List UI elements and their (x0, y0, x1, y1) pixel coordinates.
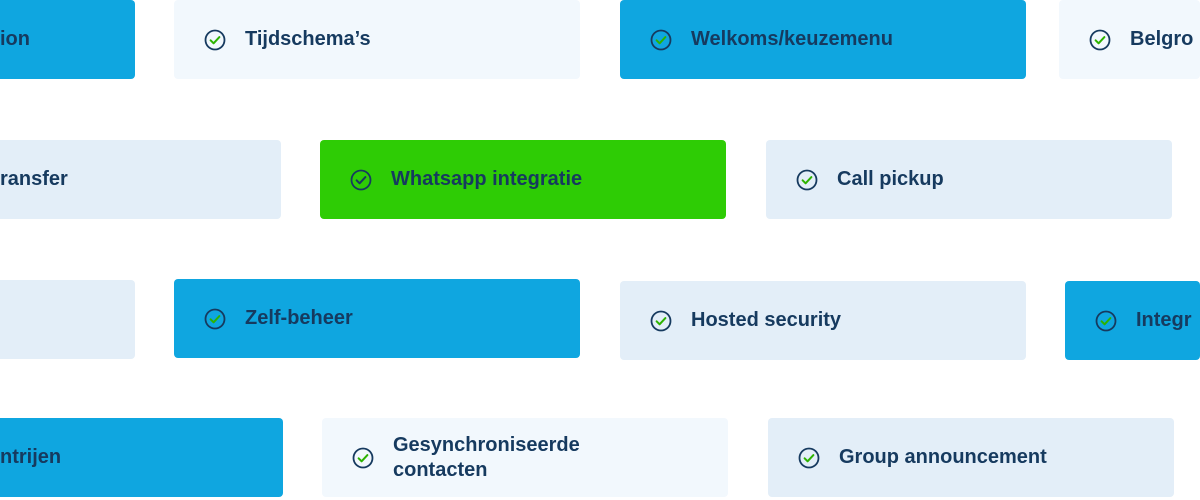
check-circle-icon (350, 169, 372, 190)
check-circle-icon (650, 29, 672, 50)
check-circle-icon (798, 447, 820, 468)
feature-tile: Zelf-beheer (174, 279, 580, 358)
feature-tile (0, 280, 135, 359)
feature-tile: Whatsapp integratie (320, 140, 726, 219)
check-circle-icon (352, 447, 374, 468)
feature-tile: Integr (1065, 281, 1200, 360)
feature-label: Tijdschema’s (245, 28, 371, 50)
check-circle-icon (204, 29, 226, 50)
feature-tile: Hosted security (620, 281, 1026, 360)
feature-label: ion (0, 28, 30, 50)
feature-tile: ion (0, 0, 135, 79)
check-circle-icon (1095, 310, 1117, 331)
feature-tile: ransfer (0, 140, 281, 219)
feature-label: Integr (1136, 309, 1192, 331)
feature-tile: Tijdschema’s (174, 0, 580, 79)
feature-label: Welkoms/keuzemenu (691, 28, 893, 50)
check-circle-icon (796, 169, 818, 190)
feature-label: ransfer (0, 168, 68, 190)
feature-label: Belgro (1130, 28, 1194, 50)
feature-tile: Call pickup (766, 140, 1172, 219)
feature-tile: Gesynchroniseerde contacten (322, 418, 728, 497)
feature-tile: Group announcement (768, 418, 1174, 497)
feature-label: ntrijen (0, 446, 62, 468)
feature-tile: ntrijen (0, 418, 283, 497)
check-circle-icon (204, 308, 226, 329)
check-circle-icon (1089, 29, 1111, 50)
check-circle-icon (650, 310, 672, 331)
feature-tile: Welkoms/keuzemenu (620, 0, 1026, 79)
feature-label: Gesynchroniseerde contacten (393, 433, 580, 481)
feature-label: Group announcement (839, 446, 1047, 468)
feature-label: Hosted security (691, 309, 842, 331)
feature-label: Call pickup (837, 168, 944, 190)
feature-label: Whatsapp integratie (391, 168, 583, 190)
feature-tile: Belgro (1059, 0, 1200, 79)
feature-label: Zelf-beheer (245, 307, 353, 329)
